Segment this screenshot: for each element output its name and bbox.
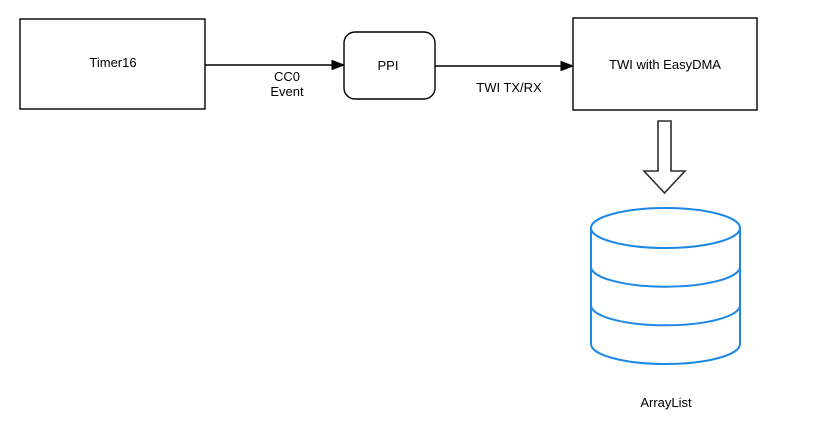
block-arrow-down-icon: [642, 120, 687, 195]
edge-timer-to-ppi-label-line1: CC0: [274, 69, 300, 84]
ppi-label: PPI: [378, 58, 399, 73]
arraylist-label: ArrayList: [640, 395, 692, 410]
twi-node: TWI with EasyDMA: [572, 17, 758, 111]
twi-label: TWI with EasyDMA: [609, 57, 721, 72]
edge-ppi-to-twi: TWI TX/RX: [435, 60, 575, 95]
ppi-node: PPI: [343, 31, 436, 100]
database-cylinder-body: [590, 228, 741, 365]
edge-timer-to-ppi-arrowhead-icon: [331, 59, 346, 71]
timer16-label: Timer16: [89, 55, 136, 70]
edge-timer-to-ppi: CC0 Event: [205, 59, 346, 99]
timer16-node: Timer16: [19, 18, 206, 110]
database-cylinder-divider-2: [590, 305, 741, 327]
database-cylinder-top: [590, 207, 741, 249]
edge-ppi-to-twi-arrowhead-icon: [560, 60, 575, 72]
edge-ppi-to-twi-label: TWI TX/RX: [476, 80, 542, 95]
twi-box: [572, 17, 758, 111]
database-cylinder-divider-1: [590, 266, 741, 288]
arraylist-node: ArrayList: [590, 207, 741, 410]
edge-timer-to-ppi-label-line2: Event: [270, 84, 304, 99]
timer16-box: [19, 18, 206, 110]
